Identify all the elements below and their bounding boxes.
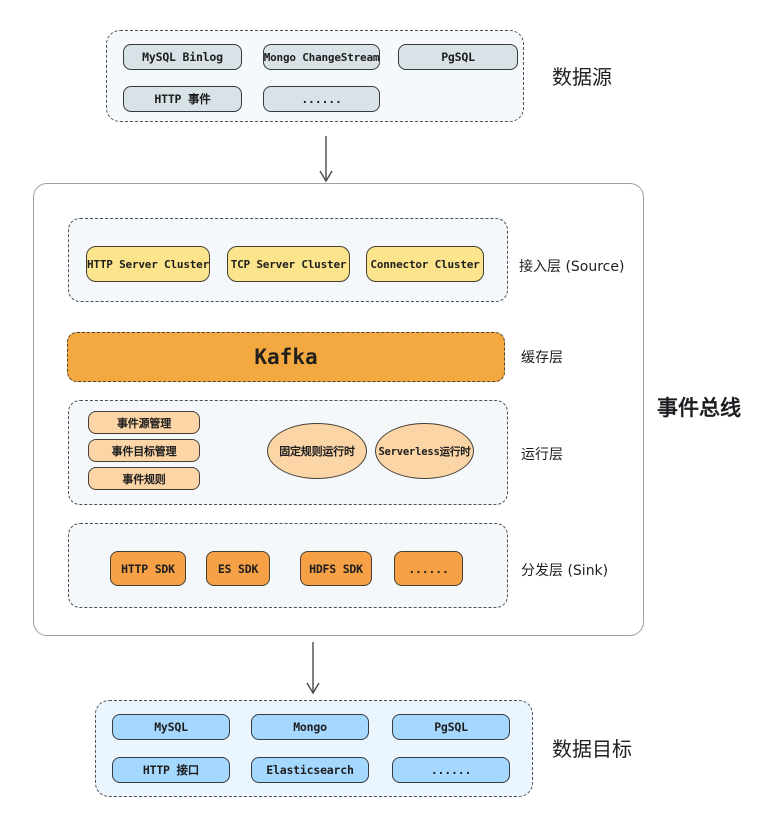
node-sink-more: ...... — [394, 551, 463, 586]
source-layer-label: 接入层 (Source) — [519, 259, 625, 275]
data-source-label: 数据源 — [552, 65, 612, 89]
node-hdfs-sdk: HDFS SDK — [300, 551, 372, 586]
event-bus-label: 事件总线 — [657, 396, 741, 420]
node-mongo-changestream: Mongo ChangeStream — [263, 44, 380, 70]
node-http-api-target: HTTP 接口 — [112, 757, 230, 783]
node-http-event: HTTP 事件 — [123, 86, 242, 112]
node-es-sdk: ES SDK — [206, 551, 270, 586]
node-http-sdk: HTTP SDK — [110, 551, 186, 586]
node-http-server-cluster: HTTP Server Cluster — [86, 246, 210, 282]
cache-layer-label: 缓存层 — [521, 350, 563, 366]
arrow-bus-to-target — [306, 642, 320, 695]
node-tcp-server-cluster: TCP Server Cluster — [227, 246, 350, 282]
runtime-layer-label: 运行层 — [521, 447, 563, 463]
sink-layer-label: 分发层 (Sink) — [521, 563, 609, 579]
node-target-more: ...... — [392, 757, 510, 783]
node-fixed-rule-runtime: 固定规则运行时 — [267, 423, 367, 479]
node-pgsql-source: PgSQL — [398, 44, 518, 70]
node-event-source-mgmt: 事件源管理 — [88, 411, 200, 434]
node-event-rule: 事件规则 — [88, 467, 200, 490]
node-mysql-binlog: MySQL Binlog — [123, 44, 242, 70]
node-pgsql-target: PgSQL — [392, 714, 510, 740]
node-kafka: Kafka — [67, 332, 505, 382]
node-serverless-runtime: Serverless运行时 — [375, 423, 474, 479]
data-target-label: 数据目标 — [552, 737, 632, 761]
node-event-target-mgmt: 事件目标管理 — [88, 439, 200, 462]
node-mongo-target: Mongo — [251, 714, 369, 740]
node-mysql-target: MySQL — [112, 714, 230, 740]
node-connector-cluster: Connector Cluster — [366, 246, 484, 282]
node-source-more: ...... — [263, 86, 380, 112]
node-elasticsearch-target: Elasticsearch — [251, 757, 369, 783]
arrow-source-to-bus — [319, 136, 333, 183]
